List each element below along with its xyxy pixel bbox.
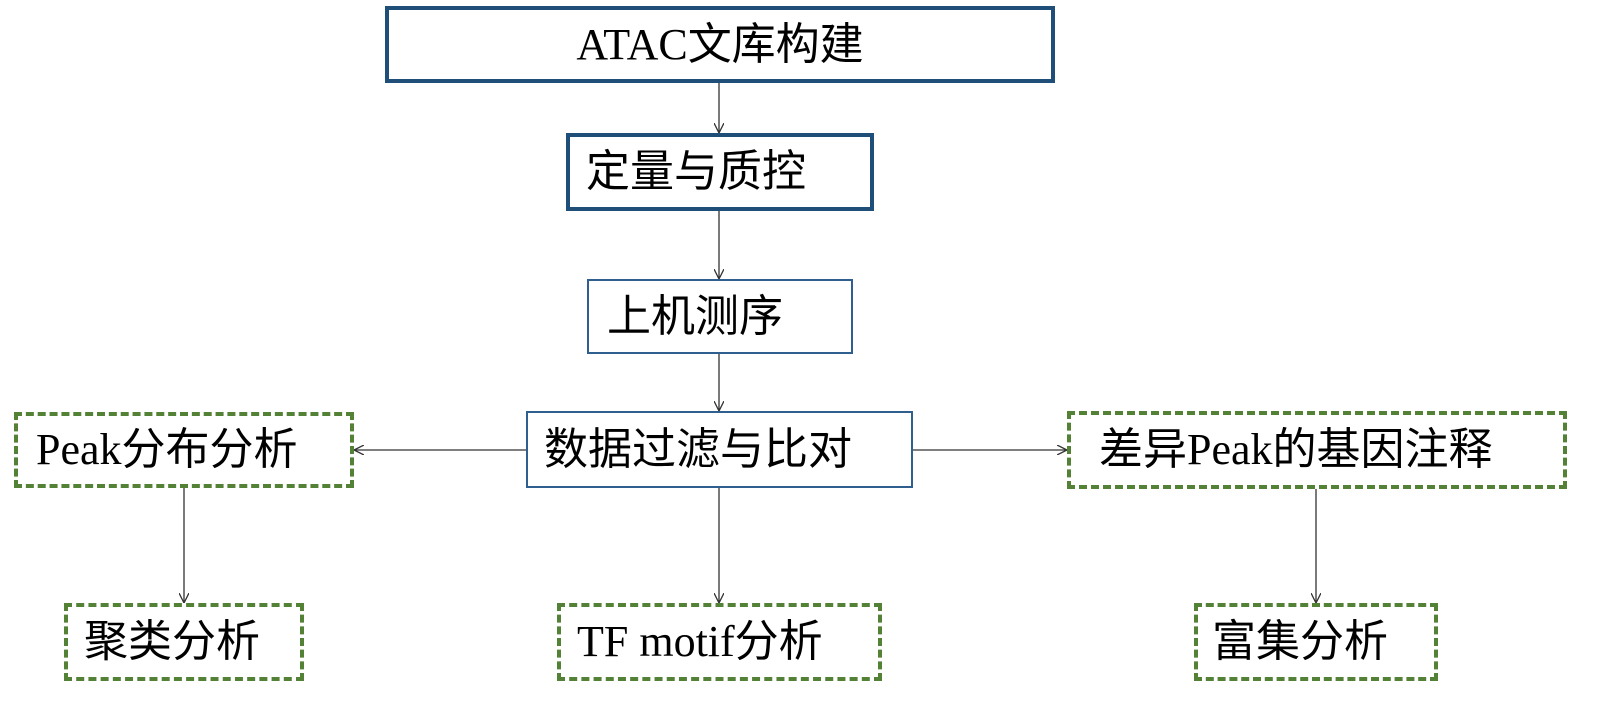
node-atac-library-construction-label: ATAC文库构建: [576, 19, 864, 69]
node-enrichment: 富集分析: [1194, 603, 1438, 681]
node-quantification-qc-label: 定量与质控: [586, 147, 806, 196]
node-sequencing: 上机测序: [587, 279, 853, 354]
node-diff-peak-annotation-label: 差异Peak的基因注释: [1099, 425, 1493, 474]
node-filter-alignment-label: 数据过滤与比对: [544, 424, 852, 474]
node-clustering: 聚类分析: [64, 603, 304, 681]
node-enrichment-label: 富集分析: [1212, 617, 1388, 666]
node-tf-motif: TF motif分析: [557, 603, 882, 681]
node-filter-alignment: 数据过滤与比对: [526, 411, 913, 488]
node-clustering-label: 聚类分析: [84, 617, 260, 666]
node-tf-motif-label: TF motif分析: [577, 617, 823, 666]
node-peak-distribution-label: Peak分布分析: [36, 425, 298, 474]
node-quantification-qc: 定量与质控: [566, 133, 874, 211]
node-peak-distribution: Peak分布分析: [14, 412, 354, 488]
node-diff-peak-annotation: 差异Peak的基因注释: [1067, 411, 1567, 489]
node-sequencing-label: 上机测序: [607, 291, 783, 341]
node-atac-library-construction: ATAC文库构建: [385, 6, 1055, 83]
